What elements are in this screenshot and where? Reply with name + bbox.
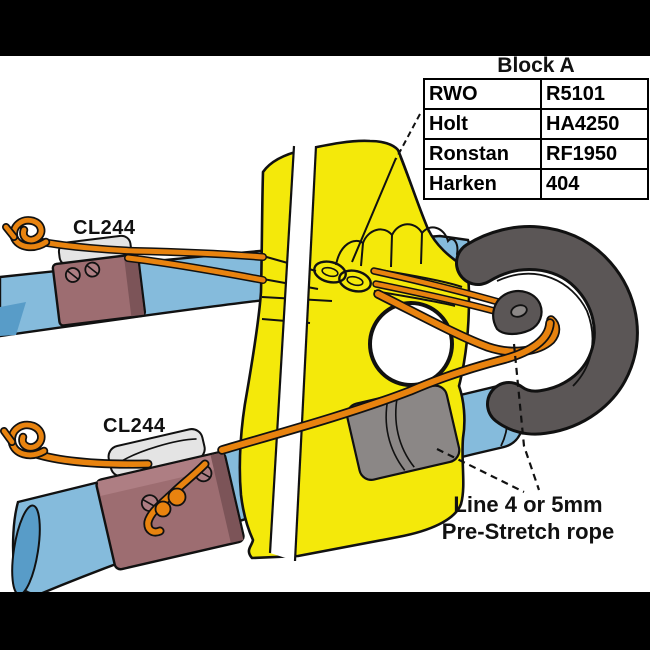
- upper-cleat-side: [123, 255, 145, 317]
- leader-line-rope-note-left: [436, 448, 525, 493]
- table-cell-code: RF1950: [540, 138, 649, 170]
- rope-note-line1: Line 4 or 5mm: [453, 492, 603, 517]
- leader-line-rope-note-right: [512, 343, 541, 491]
- stern-hook: [455, 225, 639, 436]
- table-row: Ronstan RF1950: [423, 138, 649, 170]
- lower-cleat-label: CL244: [103, 415, 166, 437]
- upper-tube-end-shade: [0, 302, 26, 336]
- table-cell-brand: Harken: [423, 168, 542, 200]
- rope-note-line2: Pre-Stretch rope: [441, 519, 615, 544]
- leader-line-block-a: [395, 113, 421, 160]
- upper-cleat-label: CL244: [73, 217, 136, 239]
- rope-upper-pair: [370, 267, 506, 316]
- hook-curl-tip: [492, 289, 543, 336]
- lower-cleat-side: [210, 452, 244, 543]
- leader-v-lines: [351, 155, 430, 263]
- leader-lines: [395, 113, 541, 493]
- block-a-title: Block A: [497, 54, 575, 77]
- table-row: RWO R5101: [423, 78, 649, 110]
- rope-tail-knot: [143, 459, 210, 537]
- letterbox-top: [0, 0, 650, 56]
- table-cell-brand: Ronstan: [423, 138, 542, 170]
- break-band: [268, 145, 318, 562]
- shackle-links: [313, 260, 372, 293]
- rope-lower: [0, 289, 561, 537]
- lower-cleat-top-face: [97, 452, 226, 496]
- table-row: Harken 404: [423, 168, 649, 200]
- table-cell-brand: Holt: [423, 108, 542, 140]
- rope-upper: [2, 216, 267, 284]
- hook-ridge-line: [496, 272, 594, 387]
- table-row: Holt HA4250: [423, 108, 649, 140]
- upper-cleat: [51, 234, 147, 327]
- rope-knot-lower: [0, 420, 49, 460]
- table-cell-brand: RWO: [423, 78, 542, 110]
- letterbox-bottom: [0, 592, 650, 650]
- table-cell-code: 404: [540, 168, 649, 200]
- hook-pin: [510, 304, 528, 318]
- table-cell-code: HA4250: [540, 108, 649, 140]
- block-a-table: RWO R5101 Holt HA4250 Ronstan RF1950 Har…: [423, 78, 649, 200]
- tube-sleeve: [346, 384, 461, 481]
- table-cell-code: R5101: [540, 78, 649, 110]
- rope-note: Line 4 or 5mm Pre-Stretch rope: [413, 491, 643, 545]
- rope-knot-upper: [2, 216, 51, 252]
